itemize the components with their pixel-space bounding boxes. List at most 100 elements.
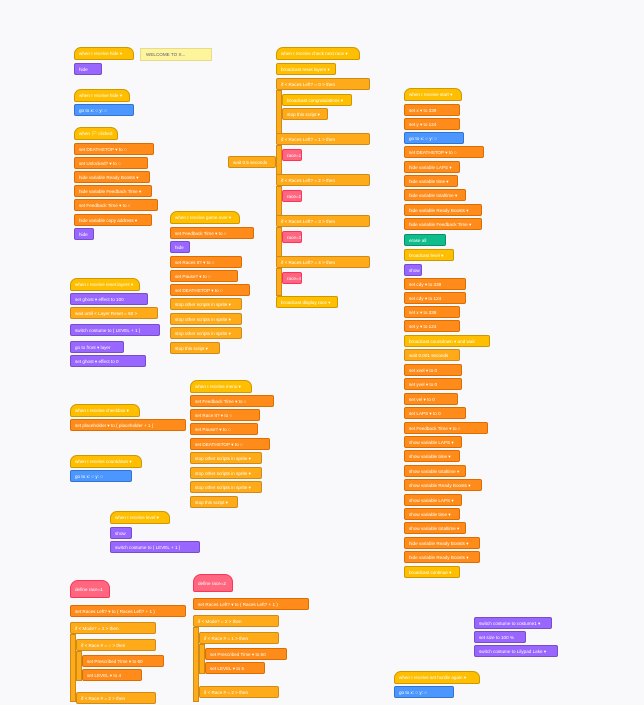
when-i-receive-block[interactable]: when I receive check next race ▾ — [276, 47, 360, 60]
set-variable-block[interactable]: set x ▾ to 339 — [404, 104, 460, 116]
show-variable-block[interactable]: show variable totaltime ▾ — [404, 465, 466, 477]
custom-block-race1[interactable]: race=1 — [282, 149, 302, 161]
set-variable-block[interactable]: set cdy ▾ to 124 — [404, 292, 466, 304]
custom-block-race3[interactable]: race=3 — [282, 231, 302, 243]
show-variable-block[interactable]: show variable totaltime ▾ — [404, 522, 466, 534]
set-variable-block[interactable]: set Unlocked? ▾ to ○ — [74, 157, 148, 169]
switch-costume-block[interactable]: switch costume to ( LEVEL + 1 ) — [70, 324, 160, 336]
hide-block[interactable]: hide — [74, 63, 102, 75]
define-block[interactable]: define race=2 — [193, 574, 233, 592]
show-variable-block[interactable]: show variable Ready Boosts ▾ — [404, 479, 482, 491]
if-then-block[interactable]: if < Races Left? = 4 > then — [276, 256, 370, 268]
when-i-receive-block[interactable]: when I receive game over ▾ — [170, 211, 240, 224]
show-variable-block[interactable]: show variable time ▾ — [404, 450, 460, 462]
wait-until-block[interactable]: wait until < Layer Reset = 50 > — [70, 307, 158, 319]
stop-block[interactable]: stop other scripts in sprite ▾ — [190, 481, 262, 493]
stop-block[interactable]: stop this script ▾ — [190, 496, 238, 508]
show-variable-block[interactable]: show variable LAPS ▾ — [404, 436, 462, 448]
set-variable-block[interactable]: set yvel ▾ to 0 — [404, 378, 462, 390]
set-variable-block[interactable]: set DEATHSTOP ▾ to ○ — [190, 438, 270, 450]
define-block[interactable]: define race=1 — [70, 580, 110, 598]
set-variable-block[interactable]: set y ▾ to 124 — [404, 320, 460, 332]
broadcast-and-wait-block[interactable]: broadcast countdown ▾ and wait — [404, 335, 490, 347]
hide-variable-block[interactable]: hide variable time ▾ — [404, 175, 458, 187]
hide-variable-block[interactable]: hide variable copy address ▾ — [74, 214, 152, 226]
show-variable-block[interactable]: show variable LAPS ▾ — [404, 494, 462, 506]
when-i-receive-block[interactable]: when I receive level ▾ — [110, 511, 170, 524]
when-i-receive-block[interactable]: when I receive start ▾ — [404, 88, 462, 101]
broadcast-block[interactable]: broadcast congratulations ▾ — [282, 94, 352, 106]
when-i-receive-block[interactable]: when I receive hide ▾ — [74, 47, 134, 60]
pen-erase-all-block[interactable]: erase all — [404, 234, 446, 246]
hide-block[interactable]: hide — [74, 228, 94, 240]
stop-block[interactable]: stop other scripts in sprite ▾ — [170, 313, 242, 325]
comment-note[interactable]: WELCOME TO X... — [140, 48, 212, 61]
go-to-layer-block[interactable]: go to front ▾ layer — [70, 341, 124, 353]
hide-variable-block[interactable]: hide variable Ready Boosts ▾ — [404, 551, 480, 563]
set-variable-block[interactable]: set Feedback Time ▾ to ○ — [190, 395, 274, 407]
hide-variable-block[interactable]: hide variable Feedback Time ▾ — [74, 185, 152, 197]
set-variable-block[interactable]: set Races Left? ▾ to ( Races Left? + 1 ) — [70, 605, 186, 617]
when-i-receive-block[interactable]: when I receive checkbox ▾ — [70, 404, 140, 417]
set-variable-block[interactable]: set Feedback Time ▾ to ○ — [74, 199, 158, 211]
set-variable-block[interactable]: set Prescribed Time ▾ to 60 — [205, 648, 287, 660]
set-variable-block[interactable]: set LEVEL ▾ to 5 — [205, 662, 265, 674]
wait-block[interactable]: wait 0.5 seconds — [228, 156, 276, 168]
switch-costume-block[interactable]: switch costume to Lilypad Lake ▾ — [474, 645, 558, 657]
if-then-block[interactable]: if < Races Left? = 1 > then — [276, 133, 370, 145]
hide-variable-block[interactable]: hide variable LAPS ▾ — [404, 161, 460, 173]
set-variable-block[interactable]: set DEATHSTOP ▾ to ○ — [170, 284, 250, 296]
set-variable-block[interactable]: set Feedback Time ▾ to ○ — [404, 422, 488, 434]
if-then-block[interactable]: if < Mode? = 2 > then — [193, 615, 279, 627]
stop-block[interactable]: stop other scripts in sprite ▾ — [190, 467, 262, 479]
set-variable-block[interactable]: set DEATHSTOP ▾ to ○ — [404, 146, 484, 158]
hide-variable-block[interactable]: hide variable Feedback Time ▾ — [404, 218, 482, 230]
if-then-block[interactable]: if < Races Left? = 2 > then — [276, 174, 370, 186]
stop-block[interactable]: stop this script ▾ — [282, 108, 328, 120]
switch-costume-block[interactable]: switch costume to costume1 ▾ — [474, 617, 552, 629]
broadcast-block[interactable]: broadcast reset layers ▾ — [276, 63, 336, 75]
hide-block[interactable]: hide — [170, 241, 190, 253]
set-variable-block[interactable]: set LEVEL ▾ to 4 — [82, 669, 142, 681]
broadcast-block[interactable]: broadcast level ▾ — [404, 249, 454, 261]
set-variable-block[interactable]: set Feedback Time ▾ to ○ — [170, 227, 254, 239]
go-to-xy-block[interactable]: go to x: ○ y: ○ — [70, 470, 132, 482]
set-variable-block[interactable]: set Prescribed Time ▾ to 60 — [82, 655, 164, 667]
set-variable-block[interactable]: set x ▾ to 339 — [404, 306, 460, 318]
if-then-block[interactable]: if < Race # = 2 > then — [199, 686, 279, 698]
set-variable-block[interactable]: set Races It? ▾ to ○ — [170, 256, 242, 268]
switch-costume-block[interactable]: switch costume to ( LEVEL + 1 ) — [110, 541, 200, 553]
show-block[interactable]: show — [110, 527, 132, 539]
set-variable-block[interactable]: set cdy ▾ to 339 — [404, 278, 466, 290]
when-i-receive-block[interactable]: when I receive reset layers ▾ — [70, 278, 140, 291]
set-variable-block[interactable]: set Pause? ▾ to ○ — [170, 270, 238, 282]
hide-variable-block[interactable]: hide variable totaltime ▾ — [404, 189, 466, 201]
if-then-block[interactable]: if < Races Left? = 3 > then — [276, 215, 370, 227]
stop-block[interactable]: stop other scripts in sprite ▾ — [170, 327, 242, 339]
set-variable-block[interactable]: set DEATHSTOP ▾ to ○ — [74, 143, 154, 155]
set-size-block[interactable]: set size to 100 % — [474, 631, 526, 643]
broadcast-block[interactable]: broadcast continue ▾ — [404, 566, 460, 578]
if-then-block[interactable]: if < Races Left? = 0 > then — [276, 78, 370, 90]
when-i-receive-block[interactable]: when I receive countdown ▾ — [70, 455, 142, 468]
stop-block[interactable]: stop other scripts in sprite ▾ — [170, 298, 242, 310]
custom-block-race4[interactable]: race=4 — [282, 272, 302, 284]
when-i-receive-block[interactable]: when I receive menu ▾ — [190, 380, 252, 393]
set-variable-block[interactable]: set placeholder ▾ to ( placeholder + 1 ) — [70, 419, 186, 431]
if-then-block[interactable]: if < Race # = 2 > then — [76, 692, 156, 704]
set-variable-block[interactable]: set y ▾ to 124 — [404, 118, 460, 130]
go-to-xy-block[interactable]: go to x: ○ y: ○ — [74, 104, 134, 116]
custom-block-race2[interactable]: race=2 — [282, 190, 302, 202]
when-i-receive-block[interactable]: when I receive set hurdle again ▾ — [394, 671, 480, 684]
if-then-block[interactable]: if < Mode? = 2 > then — [70, 622, 156, 634]
hide-variable-block[interactable]: hide variable Ready Boosts ▾ — [404, 204, 482, 216]
hide-variable-block[interactable]: hide variable Ready Boosts ▾ — [404, 537, 480, 549]
wait-block[interactable]: wait 0.001 seconds — [404, 349, 460, 361]
set-effect-block[interactable]: set ghost ▾ effect to 0 — [70, 355, 146, 367]
go-to-xy-block[interactable]: go to x: ○ y: ○ — [394, 686, 454, 698]
hide-variable-block[interactable]: hide variable Ready Boosts ▾ — [74, 171, 150, 183]
show-variable-block[interactable]: show variable time ▾ — [404, 508, 460, 520]
show-block[interactable]: show — [404, 264, 422, 276]
broadcast-block[interactable]: broadcast display race ▾ — [276, 296, 338, 308]
set-variable-block[interactable]: set Races Left? ▾ to ( Races Left? + 1 ) — [193, 598, 309, 610]
